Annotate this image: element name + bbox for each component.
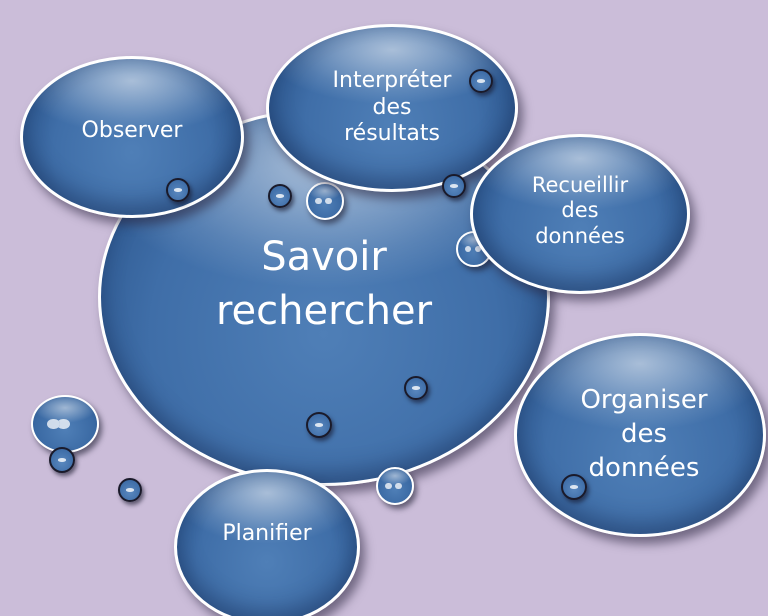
decorative-dot-bubble: [166, 178, 190, 202]
observer-bubble: Observer: [20, 56, 244, 218]
center-label: Savoir rechercher: [215, 234, 433, 334]
decorative-dot-bubble: [306, 412, 332, 438]
interpreter-label: Interpréter des résultats: [332, 67, 452, 147]
decorative-small-bubble: [306, 182, 344, 220]
planifier-bubble: Planifier: [174, 469, 360, 616]
recueillir-label: Recueillir des données: [531, 172, 629, 248]
interpreter-bubble: Interpréter des résultats: [266, 24, 518, 192]
planifier-label: Planifier: [222, 520, 312, 546]
decorative-dot-bubble: [118, 478, 142, 502]
decorative-small-bubble: [31, 395, 99, 453]
decorative-dot-bubble: [561, 474, 587, 500]
decorative-dot-bubble: [404, 376, 428, 400]
recueillir-bubble: Recueillir des données: [470, 134, 690, 294]
decorative-small-bubble: [376, 467, 414, 505]
decorative-dot-bubble: [442, 174, 466, 198]
decorative-dot-bubble: [268, 184, 292, 208]
decorative-dot-bubble: [49, 447, 75, 473]
observer-label: Observer: [81, 117, 183, 143]
organiser-bubble: Organiser des données: [514, 333, 766, 537]
organiser-label: Organiser des données: [580, 385, 708, 483]
decorative-dot-bubble: [469, 69, 493, 93]
